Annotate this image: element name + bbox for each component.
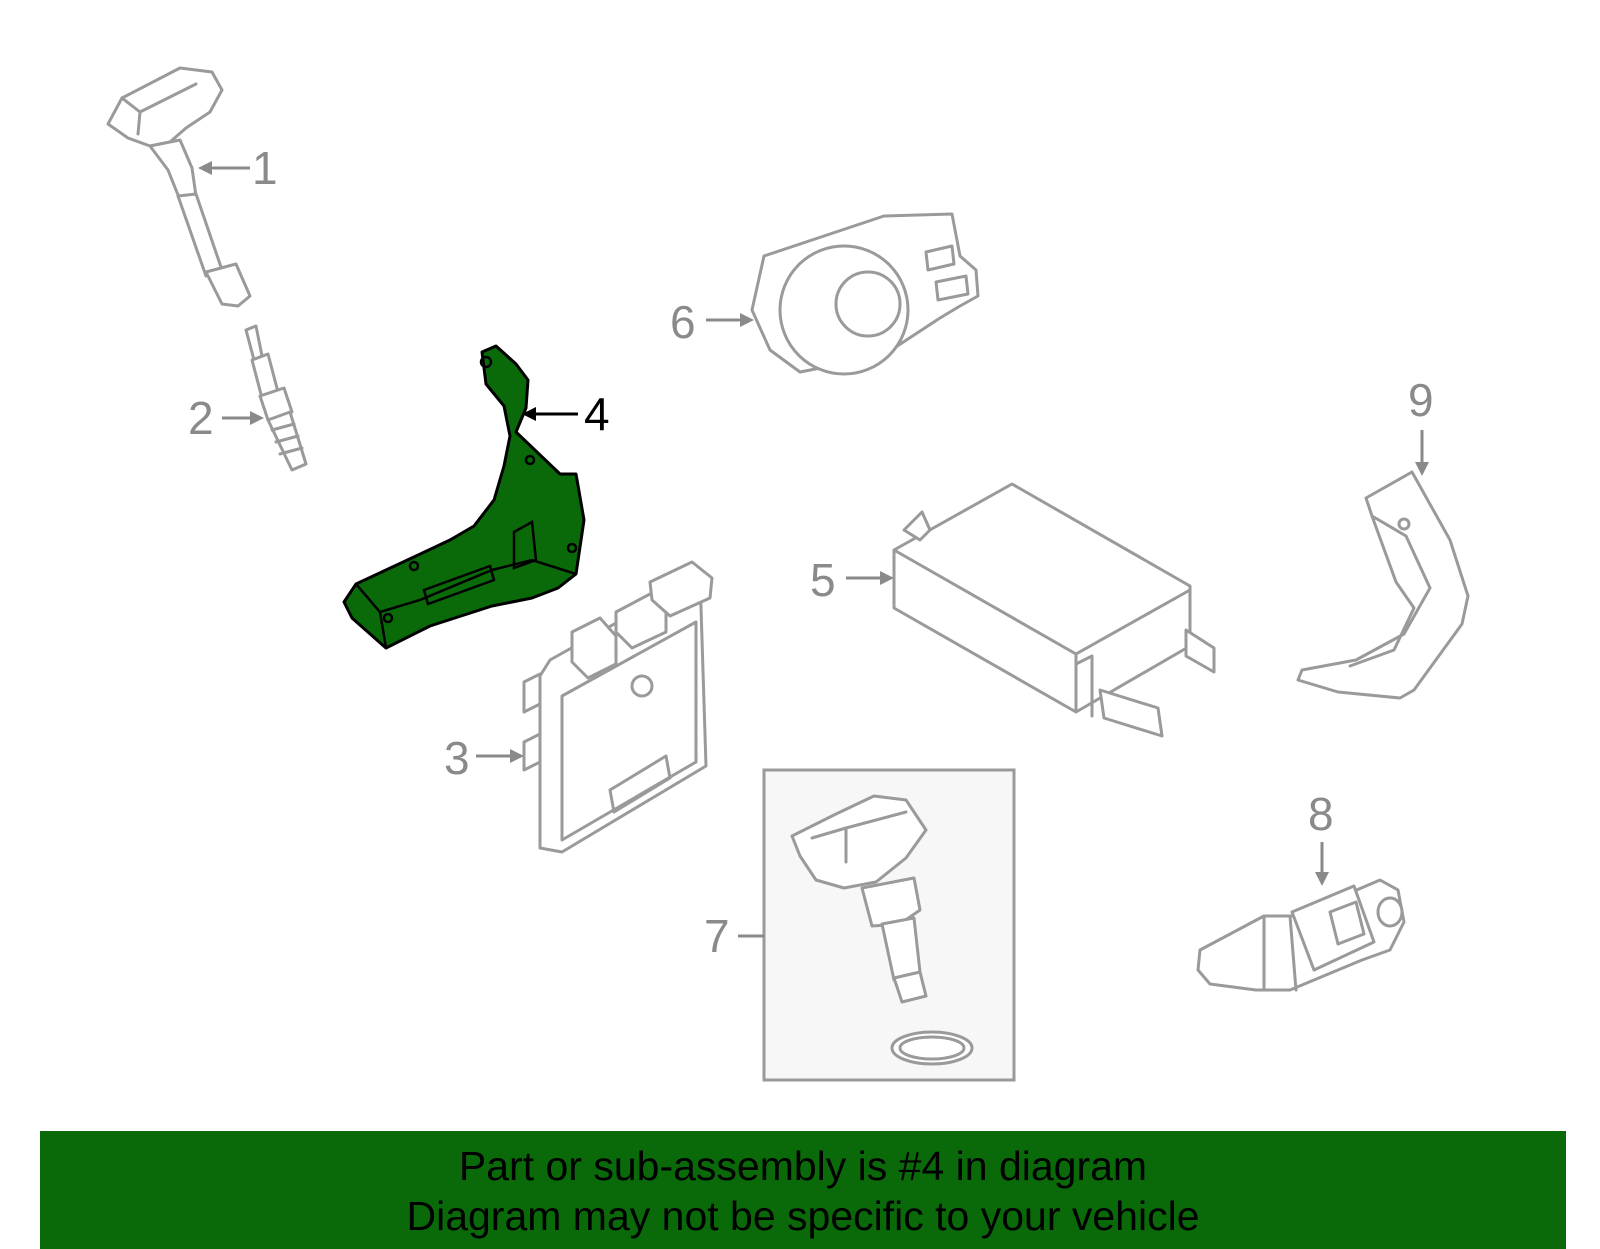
callout-2-arrowhead (250, 411, 264, 425)
part-4-bracket[interactable] (342, 344, 586, 650)
banner-disclaimer-line: Diagram may not be specific to your vehi… (406, 1193, 1200, 1239)
part-8-sensor[interactable] (1196, 878, 1406, 992)
callout-7-label: 7 (704, 910, 730, 962)
callout-3-arrowhead (510, 749, 524, 763)
parts-diagram: 1 2 4 3 (106, 66, 1470, 1082)
callout-6-arrowhead (740, 313, 754, 327)
part-6-sensor[interactable] (750, 212, 980, 376)
callout-2-label: 2 (188, 392, 214, 444)
callout-5-label: 5 (810, 554, 836, 606)
bracket-body[interactable] (342, 344, 586, 650)
part-5-control-module[interactable] (892, 482, 1216, 738)
part-2-spark-plug[interactable] (244, 324, 308, 472)
part-3-engine-control-module[interactable] (522, 560, 714, 854)
callout-1-arrowhead (198, 161, 212, 175)
callout-1-label: 1 (252, 142, 278, 194)
callout-8-arrowhead (1315, 872, 1329, 886)
callout-5-arrowhead (880, 571, 894, 585)
callout-8-label: 8 (1308, 788, 1334, 840)
callout-9-label: 9 (1408, 374, 1434, 426)
part-9-bracket[interactable] (1296, 470, 1470, 700)
callout-4-arrowhead (522, 407, 536, 421)
callout-4-label: 4 (584, 388, 610, 440)
callout-6-label: 6 (670, 296, 696, 348)
part-1-ignition-coil[interactable] (106, 66, 252, 308)
callout-3-label: 3 (444, 732, 470, 784)
part-7-ignition-coil[interactable] (790, 794, 974, 1066)
banner-part-line: Part or sub-assembly is #4 in diagram (458, 1143, 1148, 1189)
info-banner: Part or sub-assembly is #4 in diagram Di… (40, 1131, 1566, 1249)
callout-9-arrowhead (1415, 462, 1429, 476)
